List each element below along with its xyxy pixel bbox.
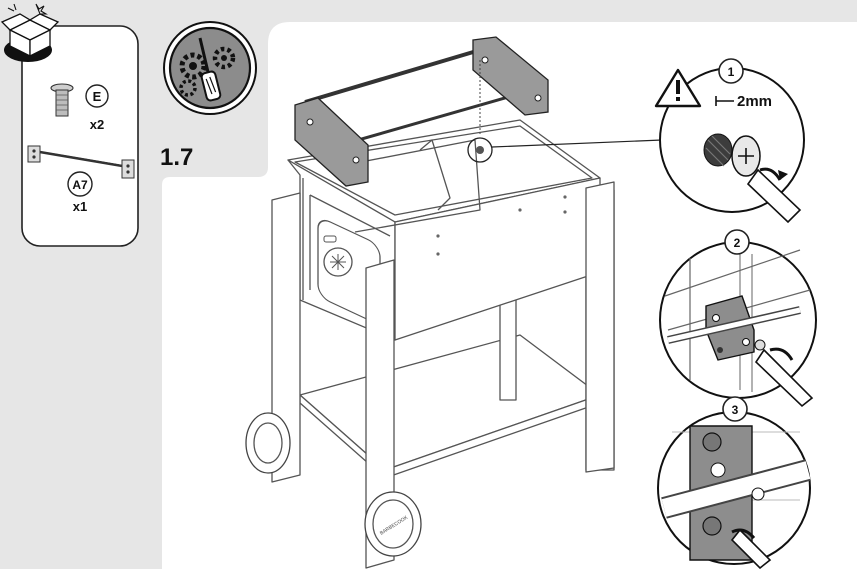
detail-step-3: 3 [657,396,811,569]
step-number: 1.7 [160,144,193,171]
part-a7-qty: x1 [73,199,87,214]
parts-list-panel: E x2 A7 x1 [0,3,139,247]
detail-step-2: 2 [659,229,817,408]
part-e-letter: E [93,89,102,104]
screw-location-circle [467,137,493,163]
part-a7-badge: A7 [67,171,93,197]
detail-2-number: 2 [734,236,741,250]
warning-icon [654,68,702,108]
gap-measurement-label: 2mm [737,93,772,110]
parts-box-icon [0,3,60,62]
bracket-bar-a7 [294,36,549,187]
part-e-qty: x2 [90,117,104,132]
screwdriver-icon [198,37,222,102]
tools-icon [163,21,257,115]
part-e-screw-illustration [50,83,74,117]
part-a7-letter: A7 [72,178,88,192]
detail-3-number: 3 [732,403,739,417]
callout-leader-line [491,139,663,148]
part-e-badge: E [85,84,109,108]
temperature-dial-illustration [323,235,353,277]
detail-step-1: 2mm 1 [654,58,805,224]
part-a7-bar-illustration [27,145,135,179]
detail-1-number: 1 [728,65,735,79]
